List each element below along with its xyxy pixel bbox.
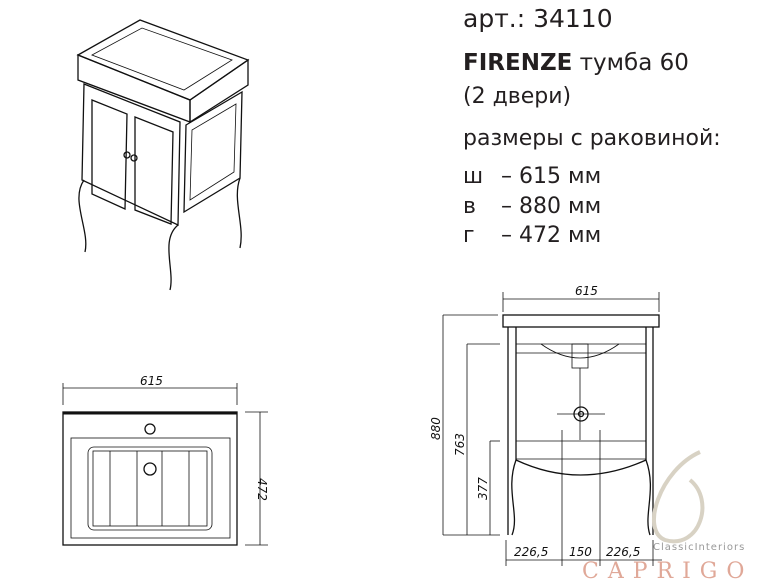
watermark-tagline: ClassicInteriors [653,542,746,553]
dimension-height: в – 880 мм [463,194,601,219]
top-depth-label: 472 [255,478,269,501]
product-type: тумба 60 [579,50,689,76]
watermark-logo [652,450,705,544]
article-number: арт.: 34110 [463,4,613,33]
watermark-brand: CAPRIGO [582,559,754,584]
shelf-height-label: 377 [476,477,490,500]
front-width-label: 615 [575,284,598,298]
front-height-label: 880 [429,417,443,440]
dimensions-heading: размеры с раковиной: [463,126,721,151]
top-view: 615 472 [62,374,269,546]
dim-label: в [463,194,476,219]
dimension-depth: г – 472 мм [463,223,601,248]
dim-value: – 472 мм [501,223,602,248]
door-count: (2 двери) [463,84,572,109]
offset-center-label: 150 [569,545,592,559]
offset-right-label: 226,5 [606,545,640,559]
top-width-label: 615 [140,374,163,388]
series-name: FIRENZE [463,50,573,76]
siphon-height-label: 763 [453,433,467,456]
dim-value: – 880 мм [501,194,602,219]
dim-value: – 615 мм [501,164,602,189]
isometric-view [76,19,250,291]
dim-label: ш [463,164,484,189]
front-view: 615 880 763 377 226,5 150 226,5 [429,284,662,566]
offset-left-label: 226,5 [514,545,548,559]
dimension-width: ш – 615 мм [463,164,601,189]
product-title: FIRENZE тумба 60 [463,50,689,76]
dim-label: г [463,223,475,248]
